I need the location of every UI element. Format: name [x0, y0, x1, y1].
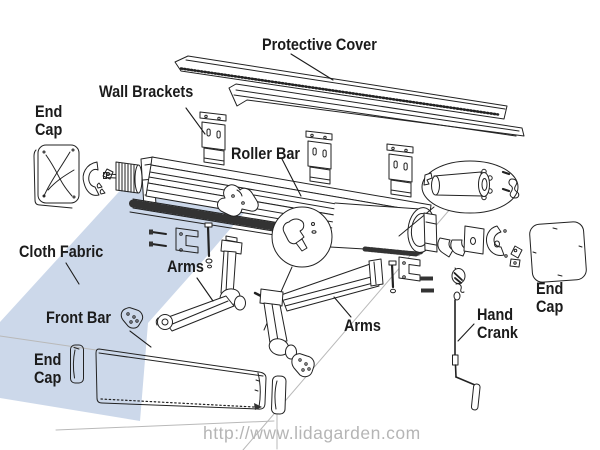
label-end-cap-top-left: End Cap [35, 102, 63, 139]
label-arms-left: Arms [167, 257, 204, 276]
front-bar-drawing [95, 348, 267, 410]
right-support-cluster [423, 212, 523, 268]
left-arm-drawing [155, 235, 246, 332]
detail-oval [398, 160, 520, 237]
front-bar-end-cap [271, 375, 287, 415]
wall-bracket [305, 130, 333, 185]
watermark-url: http://www.lidagarden.com [203, 423, 421, 443]
label-cloth-fabric: Cloth Fabric [19, 242, 104, 261]
center-clamp [217, 184, 259, 217]
label-arms-right: Arms [344, 316, 381, 335]
wall-bracket [199, 111, 227, 166]
label-end-cap-bottom-left: End Cap [34, 350, 62, 387]
shoulder-clamp [291, 353, 315, 378]
hand-crank-drawing [451, 267, 481, 411]
label-front-bar: Front Bar [46, 308, 112, 327]
label-wall-brackets: Wall Brackets [99, 82, 194, 101]
right-arm-drawing [253, 258, 384, 360]
left-end-cap-drawing [33, 144, 80, 209]
leader-lines [65, 53, 475, 348]
roller-tube-end [329, 202, 436, 257]
roller-end-parts [82, 161, 143, 196]
protective-cover-drawing [174, 55, 525, 137]
bottom-left-end-cap [70, 344, 84, 384]
wall-bracket [386, 143, 414, 198]
label-end-cap-right: End Cap [536, 279, 564, 316]
label-roller-bar: Roller Bar [231, 144, 301, 163]
label-protective-cover: Protective Cover [262, 35, 377, 54]
front-bar-clamp [120, 307, 144, 329]
cloth-fabric-shape [0, 172, 262, 421]
right-arm-fork-parts [388, 256, 434, 294]
right-end-cap-drawing [529, 221, 587, 283]
left-arm-fork-parts [149, 222, 213, 269]
label-hand-crank: Hand Crank [477, 305, 518, 342]
